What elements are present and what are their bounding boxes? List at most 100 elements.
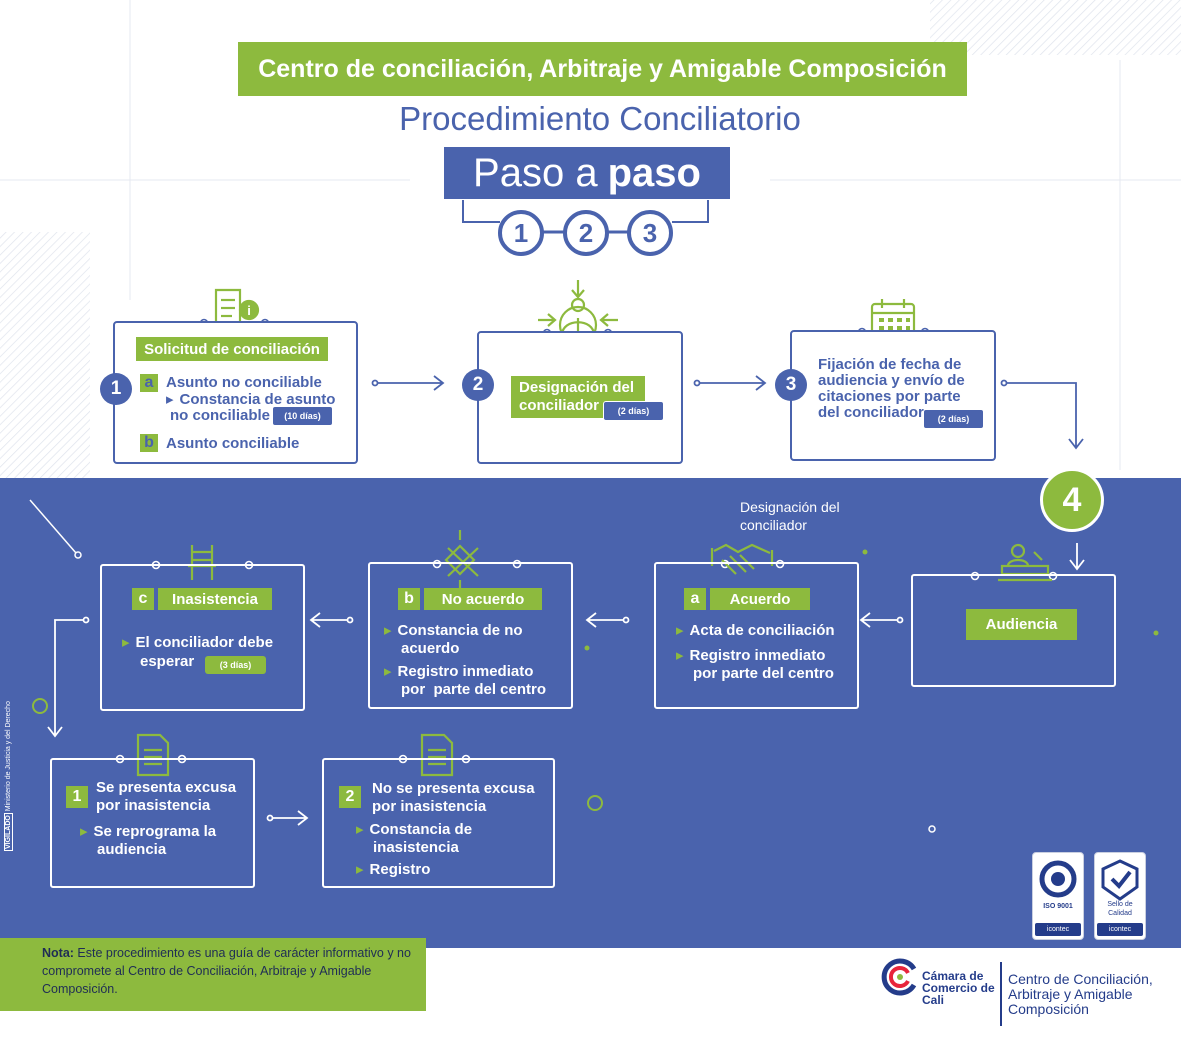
inasistencia-label: Inasistencia	[158, 588, 272, 610]
step4-number: 4	[1040, 468, 1104, 532]
nota-bold: Nota:	[42, 946, 74, 960]
calidad-seal: Sello de Calidad icontec	[1094, 852, 1146, 940]
inasistencia-days-badge: (3 días)	[205, 656, 266, 674]
page-title: Procedimiento Conciliatorio	[399, 100, 801, 137]
step1-label: Solicitud de conciliación	[136, 337, 328, 361]
step4-designation: Designación del conciliador	[740, 498, 890, 534]
vigilado-text: VIGILADO Ministerio de Justicia y del De…	[3, 701, 15, 851]
iso-label: ISO 9001	[1043, 903, 1073, 910]
step3-text-line3: citaciones por parte	[818, 388, 961, 405]
acuerdo-item2-line2: por parte del centro	[693, 665, 834, 682]
no-excusa-item1-line1: Constancia de	[356, 821, 546, 839]
top-arrows	[371, 375, 1084, 450]
inasistencia-item1-line2: esperar	[140, 653, 195, 670]
iso-icontec: icontec	[1035, 923, 1081, 936]
step1-a-sub-line1: Constancia de asunto	[166, 391, 346, 408]
nota-box: Nota: Este procedimiento es una guía de …	[0, 938, 426, 1011]
step1-a-sub-line2: no conciliable	[170, 407, 271, 424]
audiencia-card	[911, 574, 1116, 687]
inasistencia-item1-line1: El conciliador debe	[122, 634, 302, 652]
calidad-label-line1: Sello de	[1107, 901, 1133, 908]
no-excusa-card	[322, 758, 555, 888]
step3-card	[790, 330, 996, 461]
no-acuerdo-card	[368, 562, 573, 709]
no-acuerdo-item1-line1: Constancia de no	[384, 622, 569, 640]
step3-text-line4: del conciliador	[818, 404, 924, 421]
acuerdo-letter: a	[684, 588, 706, 610]
iso-seal: ISO 9001 icontec	[1032, 852, 1084, 940]
step3-text: Fijación de fecha de audiencia y envío d…	[818, 357, 988, 421]
inasistencia-card	[100, 564, 305, 711]
calidad-label: Sello de Calidad	[1095, 900, 1145, 918]
no-excusa-title-line1: No se presenta excusa	[372, 780, 535, 797]
audiencia-label: Audiencia	[966, 609, 1077, 640]
calidad-label-line2: Calidad	[1108, 910, 1132, 917]
no-acuerdo-item1-line2: acuerdo	[401, 640, 460, 657]
center-name: Centro de Conciliación, Arbitraje y Amig…	[1008, 972, 1178, 1017]
step3-text-line2: audiencia y envío de	[818, 372, 965, 389]
iso-logo-icon	[1039, 860, 1077, 898]
acuerdo-item2-line1: Registro inmediato	[676, 647, 856, 665]
excusa-title-line1: Se presenta excusa	[96, 779, 237, 796]
center-banner: Centro de conciliación, Arbitraje y Amig…	[238, 42, 967, 96]
nota-text: Este procedimiento es una guía de caráct…	[42, 946, 411, 996]
center-banner-text: Centro de conciliación, Arbitraje y Amig…	[258, 54, 947, 83]
acuerdo-label: Acuerdo	[710, 588, 810, 610]
no-excusa-title-line2: por inasistencia	[372, 798, 487, 815]
step1-letter-a: a	[140, 374, 158, 392]
footer-divider	[1000, 962, 1002, 1026]
ccc-name: Cámara de Comercio de Cali	[922, 970, 1002, 1006]
step1-number: 1	[100, 373, 132, 405]
paso-bold: paso	[607, 150, 701, 195]
step1-letter-b: b	[140, 434, 158, 452]
step1-a-text: Asunto no conciliable	[166, 374, 322, 391]
no-acuerdo-item2-line1: Registro inmediato	[384, 663, 569, 681]
chair-icon	[188, 545, 216, 580]
ccc-line3: Cali	[922, 993, 945, 1007]
step3-number: 3	[775, 369, 807, 401]
excusa-number: 1	[66, 786, 88, 808]
center-line1: Centro de Conciliación,	[1008, 971, 1153, 987]
vigilado-bold: VIGILADO	[4, 813, 13, 851]
calendar-cells	[879, 318, 910, 330]
blue-section	[0, 478, 1181, 948]
excusa-title: Se presenta excusa por inasistencia	[96, 779, 256, 815]
step2-number: 2	[462, 369, 494, 401]
center-line3: Composición	[1008, 1001, 1089, 1017]
no-excusa-item2: Registro	[356, 861, 546, 879]
svg-text:i: i	[247, 303, 251, 318]
acuerdo-item1: Acta de conciliación	[676, 622, 856, 640]
excusa-item1-line2: audiencia	[97, 841, 167, 858]
step2-label-line2: conciliador	[519, 397, 600, 414]
excusa-title-line2: por inasistencia	[96, 797, 211, 814]
hatch-decoration-top-right	[930, 0, 1181, 55]
calidad-icontec: icontec	[1097, 923, 1143, 936]
no-excusa-item1-line2: inasistencia	[373, 839, 459, 856]
ccc-line2: Comercio de	[922, 981, 995, 995]
step3-days-badge: (2 días)	[923, 409, 984, 429]
no-excusa-title: No se presenta excusa por inasistencia	[372, 780, 552, 816]
calidad-logo-icon	[1101, 859, 1139, 901]
step4-designation-line2: conciliador	[740, 517, 807, 533]
decorative-dots	[29, 499, 1159, 833]
header-step-3: 3	[627, 210, 673, 256]
step4-designation-line1: Designación del	[740, 499, 840, 515]
header-step-2: 2	[563, 210, 609, 256]
ccc-logo-icon	[881, 958, 917, 996]
step2-label-line1: Designación del	[519, 379, 635, 396]
vigilado-ministry: Ministerio de Justicia y del Derecho	[5, 701, 12, 812]
no-acuerdo-letter: b	[398, 588, 420, 610]
step1-days-badge: (10 días)	[272, 406, 333, 426]
bottom-arrows	[47, 543, 1085, 826]
hatch-decoration-left	[0, 232, 90, 478]
acuerdo-card	[654, 562, 859, 709]
step1-b-text: Asunto conciliable	[166, 435, 300, 452]
paso-light: Paso a	[473, 150, 598, 195]
step3-text-line1: Fijación de fecha de	[818, 356, 962, 373]
header-connectors	[462, 200, 709, 234]
step2-days-badge: (2 días)	[603, 401, 664, 421]
header-step-1: 1	[498, 210, 544, 256]
center-line2: Arbitraje y Amigable	[1008, 986, 1133, 1002]
